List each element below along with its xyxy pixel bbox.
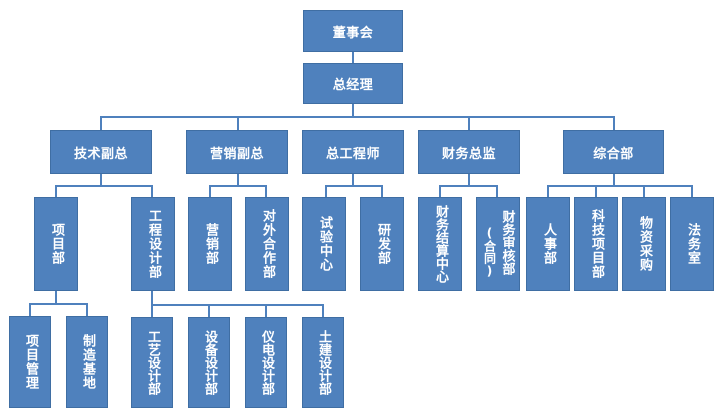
node-civil-design: 土建设计部 bbox=[302, 317, 344, 408]
node-marketing-vp: 营销副总 bbox=[186, 130, 288, 174]
connector bbox=[325, 185, 383, 187]
connector bbox=[352, 52, 354, 63]
node-fin-audit-dept: 财务审核部 (合同) bbox=[476, 197, 520, 291]
connector bbox=[439, 185, 441, 197]
node-label: 制造基地 bbox=[80, 334, 95, 390]
node-equipment-design: 设备设计部 bbox=[188, 317, 230, 408]
connector bbox=[547, 185, 549, 197]
connector bbox=[613, 174, 615, 186]
connector bbox=[352, 174, 354, 186]
connector bbox=[439, 185, 498, 187]
connector bbox=[237, 116, 239, 130]
node-chief-engineer: 总工程师 bbox=[302, 130, 404, 174]
connector bbox=[100, 116, 102, 130]
node-label: 综合部 bbox=[593, 146, 634, 162]
node-label: 研发部 bbox=[375, 223, 390, 265]
node-label: 总经理 bbox=[332, 78, 374, 93]
node-cfo: 财务总监 bbox=[418, 130, 520, 174]
connector bbox=[86, 303, 88, 316]
node-label: 营销副总 bbox=[209, 146, 264, 162]
connector bbox=[209, 185, 211, 197]
node-project-mgmt: 项目管理 bbox=[9, 316, 51, 408]
node-label: 工程设计部 bbox=[146, 209, 161, 279]
node-mfg-base: 制造基地 bbox=[66, 316, 108, 408]
node-test-center: 试验中心 bbox=[302, 197, 346, 291]
connector bbox=[151, 304, 324, 306]
node-label: 财务总监 bbox=[441, 146, 496, 162]
node-label-group: 财务审核部 (合同) bbox=[482, 210, 515, 278]
node-label: 试验中心 bbox=[317, 216, 332, 272]
node-label: 科技项目部 bbox=[589, 209, 604, 279]
connector bbox=[29, 303, 31, 316]
connector bbox=[100, 174, 102, 186]
connector bbox=[613, 116, 615, 130]
node-label: 项目部 bbox=[49, 223, 64, 265]
node-label: 对外合作部 bbox=[260, 209, 275, 279]
node-general-dept: 综合部 bbox=[563, 130, 664, 174]
node-label: 土建设计部 bbox=[316, 330, 331, 395]
connector bbox=[496, 185, 498, 197]
node-instrument-design: 仪电设计部 bbox=[245, 317, 287, 408]
node-legal-office: 法务室 bbox=[670, 197, 714, 291]
node-fin-settlement-center: 财务结算中心 bbox=[418, 197, 462, 291]
connector bbox=[265, 185, 267, 197]
connector bbox=[237, 174, 239, 186]
connector bbox=[209, 185, 267, 187]
node-label: 物资采购 bbox=[637, 216, 652, 272]
node-label: 技术副总 bbox=[73, 146, 128, 162]
node-tech-project-dept: 科技项目部 bbox=[574, 197, 618, 291]
node-label: 人事部 bbox=[541, 223, 556, 265]
node-tech-vp: 技术副总 bbox=[50, 130, 152, 174]
node-label: 项目管理 bbox=[23, 334, 38, 390]
node-general-manager: 总经理 bbox=[303, 63, 403, 104]
node-label: 财务审核部 bbox=[499, 210, 515, 275]
connector bbox=[151, 185, 153, 197]
connector bbox=[352, 104, 354, 117]
connector bbox=[468, 116, 470, 130]
node-process-design: 工艺设计部 bbox=[131, 317, 173, 408]
connector bbox=[55, 291, 57, 304]
connector bbox=[265, 304, 267, 317]
connector bbox=[100, 116, 615, 118]
connector bbox=[208, 304, 210, 317]
node-sales-dept: 营销部 bbox=[188, 197, 232, 291]
connector bbox=[55, 185, 153, 187]
connector bbox=[643, 185, 645, 197]
node-label: 设备设计部 bbox=[202, 330, 217, 395]
connector bbox=[151, 304, 153, 317]
connector bbox=[381, 185, 383, 197]
node-label: 营销部 bbox=[203, 223, 218, 265]
node-label: 法务室 bbox=[685, 223, 700, 265]
node-note: (合同) bbox=[482, 226, 497, 278]
connector bbox=[55, 185, 57, 197]
node-project-dept: 项目部 bbox=[34, 197, 78, 291]
connector bbox=[595, 185, 597, 197]
node-hr-dept: 人事部 bbox=[526, 197, 570, 291]
node-label: 总工程师 bbox=[325, 146, 380, 162]
node-label: 董事会 bbox=[332, 25, 374, 41]
node-label: 工艺设计部 bbox=[145, 330, 160, 395]
connector bbox=[325, 185, 327, 197]
node-rnd-dept: 研发部 bbox=[360, 197, 404, 291]
node-procurement: 物资采购 bbox=[622, 197, 666, 291]
connector bbox=[547, 185, 693, 187]
connector bbox=[691, 185, 693, 197]
node-label: 财务结算中心 bbox=[433, 205, 448, 283]
node-external-coop-dept: 对外合作部 bbox=[245, 197, 289, 291]
node-board: 董事会 bbox=[303, 10, 403, 52]
connector bbox=[151, 291, 153, 305]
node-label: 仪电设计部 bbox=[259, 330, 274, 395]
node-eng-design-dept: 工程设计部 bbox=[131, 197, 175, 291]
connector bbox=[468, 174, 470, 186]
connector bbox=[29, 303, 88, 305]
connector bbox=[322, 304, 324, 317]
